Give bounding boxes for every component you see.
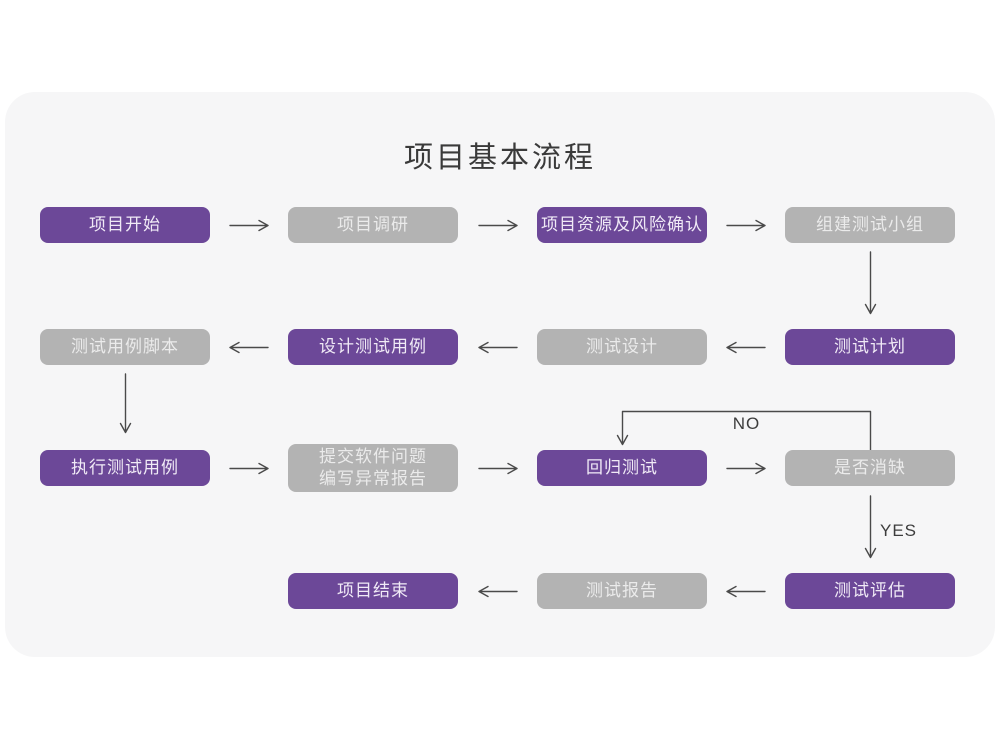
node-regression-test: 回归测试 (537, 450, 707, 486)
node-defect-check: 是否消缺 (785, 450, 955, 486)
node-test-plan: 测试计划 (785, 329, 955, 365)
node-project-research: 项目调研 (288, 207, 458, 243)
arrow-risk-team (726, 219, 766, 232)
arrow-issue-regression (478, 462, 518, 475)
node-project-start: 项目开始 (40, 207, 210, 243)
arrow-casescript-execute (119, 373, 132, 434)
arrow-design-casedesign (478, 341, 518, 354)
arrow-casedesign-casescript (229, 341, 269, 354)
arrow-evaluate-report (726, 585, 766, 598)
node-build-test-team: 组建测试小组 (785, 207, 955, 243)
arrow-start-research (229, 219, 269, 232)
arrow-no-loop (616, 410, 872, 451)
node-test-evaluate: 测试评估 (785, 573, 955, 609)
arrow-research-risk (478, 219, 518, 232)
node-project-end: 项目结束 (288, 573, 458, 609)
edge-label-yes: YES (880, 521, 918, 540)
arrow-plan-design (726, 341, 766, 354)
arrow-regression-defect (726, 462, 766, 475)
node-test-case-script: 测试用例脚本 (40, 329, 210, 365)
edge-label-no: NO (732, 414, 761, 433)
flowchart-card (5, 92, 995, 657)
node-execute-test-case: 执行测试用例 (40, 450, 210, 486)
arrow-team-plan (864, 251, 877, 315)
node-risk-confirm: 项目资源及风险确认 (537, 207, 707, 243)
arrow-defect-evaluate (864, 495, 877, 559)
node-design-test-case: 设计测试用例 (288, 329, 458, 365)
arrow-execute-issue (229, 462, 269, 475)
node-issue-report: 提交软件问题 编写异常报告 (288, 444, 458, 492)
node-test-design: 测试设计 (537, 329, 707, 365)
node-test-report: 测试报告 (537, 573, 707, 609)
diagram-title: 项目基本流程 (403, 142, 596, 174)
arrow-report-end (478, 585, 518, 598)
